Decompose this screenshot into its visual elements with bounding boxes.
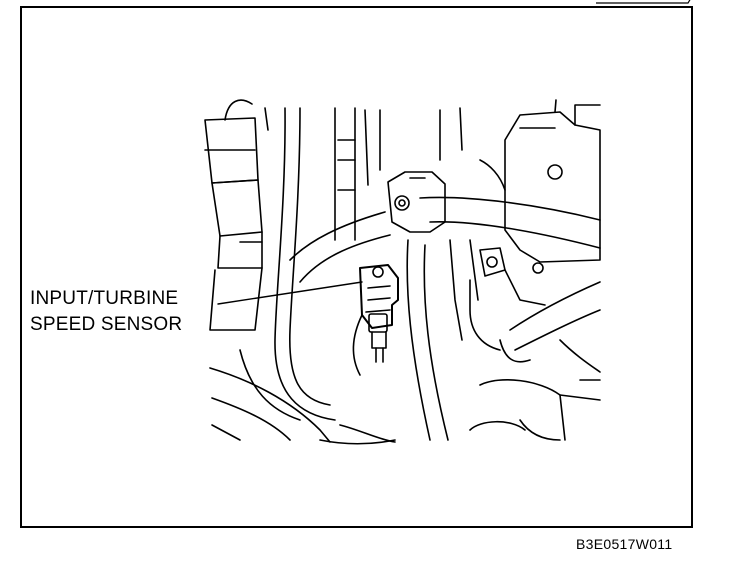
callout-label-line-1: INPUT/TURBINE [30, 288, 179, 309]
upper-right-housing [439, 99, 601, 274]
main-pipe [289, 196, 601, 283]
speed-sensor [352, 264, 399, 376]
callout-label-line-2: SPEED SENSOR [30, 314, 183, 335]
pipe-bracket [387, 171, 446, 233]
corner-mark [596, 0, 691, 4]
lower-left-contour [209, 367, 331, 443]
central-column [334, 107, 381, 241]
lower-right-component [469, 379, 601, 441]
right-bolt-assembly [469, 247, 546, 351]
figure-code: B3E0517W011 [576, 536, 673, 552]
left-hose [204, 99, 263, 331]
diagram-frame [20, 6, 693, 528]
bottom-center-pipes [319, 239, 479, 445]
callout-leader-line [217, 281, 363, 305]
curved-cable [239, 107, 336, 421]
right-hose [499, 281, 601, 373]
